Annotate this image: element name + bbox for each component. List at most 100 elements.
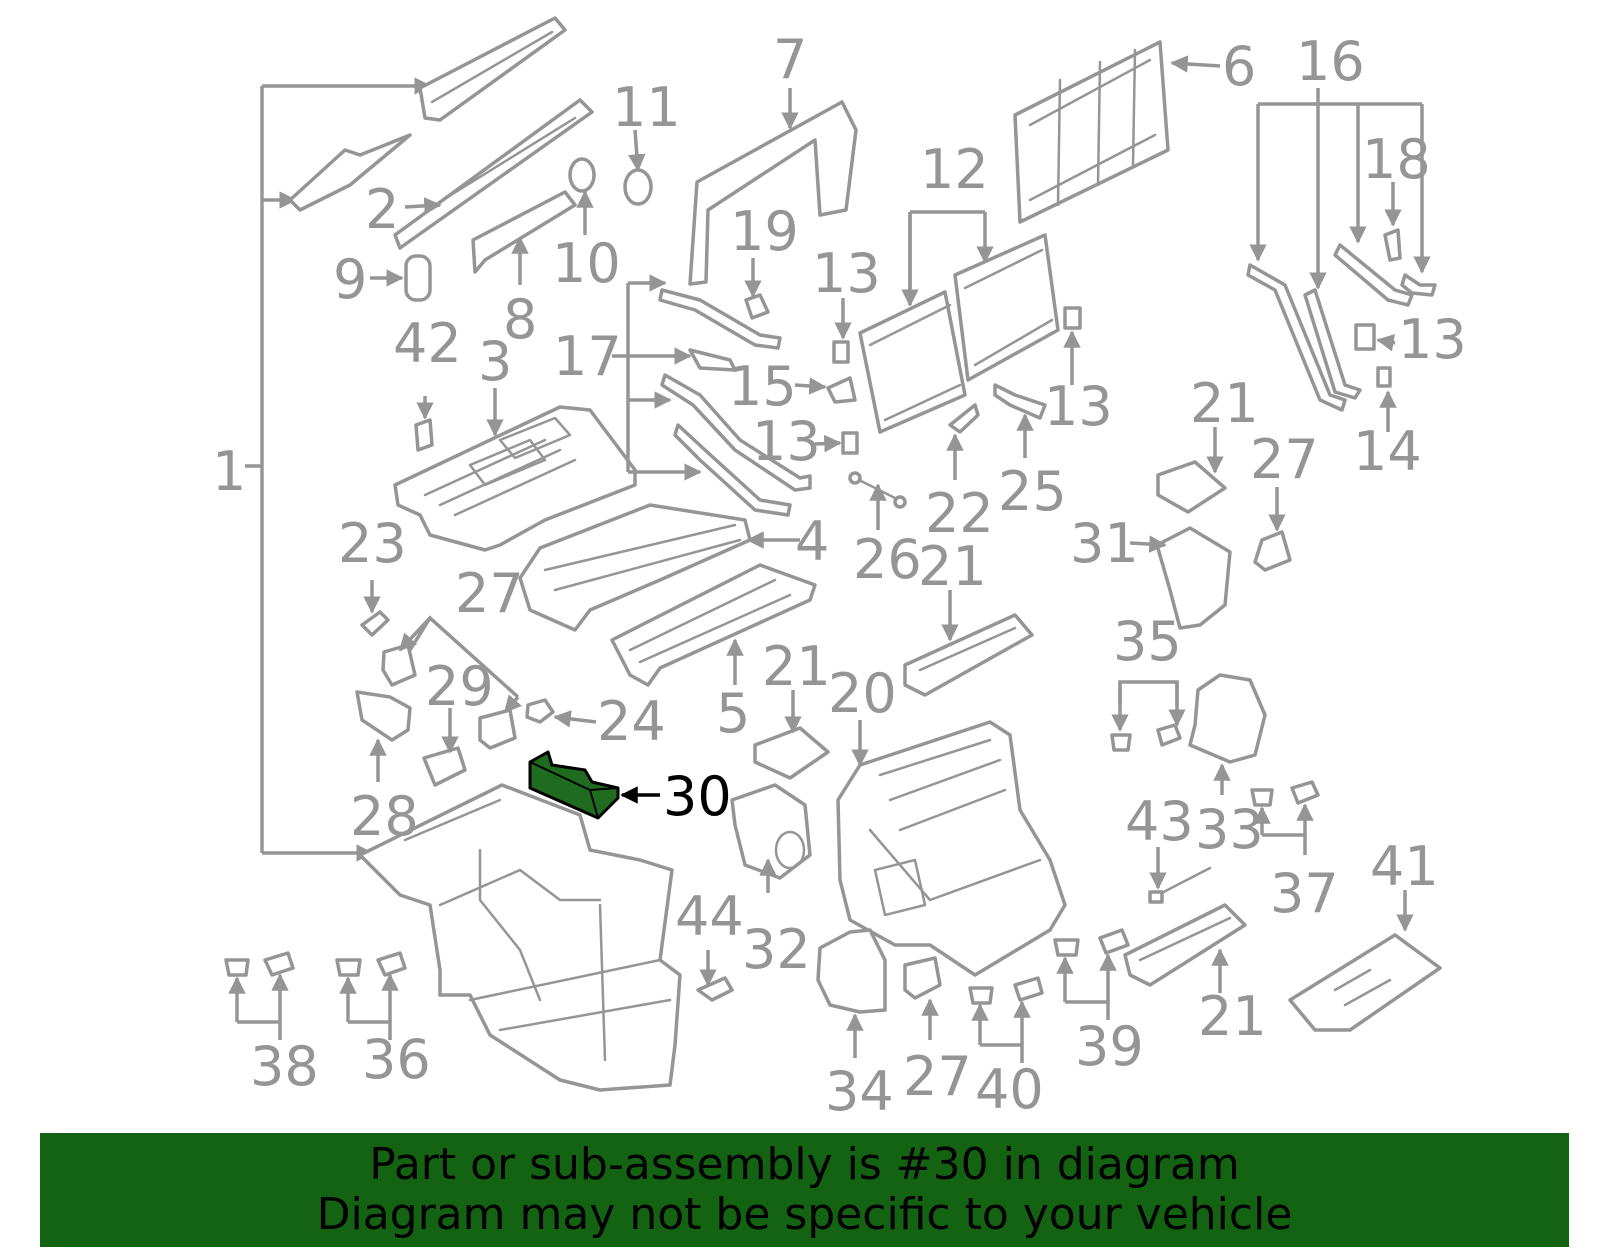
actuator-42 <box>414 418 434 452</box>
frame-7 <box>688 100 858 286</box>
actuator-28 <box>355 690 412 742</box>
callout-19: 19 <box>730 200 799 263</box>
block-13a <box>832 340 850 364</box>
callout-21d: 21 <box>1198 985 1267 1048</box>
clip-pair-38 <box>224 951 295 977</box>
callout-22: 22 <box>925 482 994 545</box>
callout-2: 2 <box>365 178 399 241</box>
evaporator-core-12b <box>953 233 1060 382</box>
lower-case <box>358 783 682 1092</box>
callout-32: 32 <box>742 918 811 981</box>
block-13c <box>1063 306 1082 330</box>
leader-lines <box>228 55 1431 1063</box>
callout-10: 10 <box>552 232 621 295</box>
callout-9: 9 <box>333 248 367 311</box>
callout-21c: 21 <box>762 635 831 698</box>
callout-28: 28 <box>350 785 419 848</box>
upper-housing-3 <box>393 405 637 552</box>
duct-34 <box>816 928 887 1014</box>
o-ring-11 <box>623 168 653 206</box>
bracket-27c <box>903 956 942 1000</box>
radiator-core-6 <box>1013 40 1170 224</box>
pipe-set-17 <box>658 288 812 517</box>
actuator-29b <box>422 746 467 787</box>
callout-12: 12 <box>920 138 989 201</box>
banner-line-2: Diagram may not be specific to your vehi… <box>316 1189 1293 1240</box>
callout-4: 4 <box>795 510 829 573</box>
middle-housing-4 <box>518 503 752 632</box>
sensor-15 <box>826 376 857 404</box>
highlighted-part-30[interactable] <box>528 750 620 820</box>
callout-23: 23 <box>338 512 407 575</box>
filter-21c <box>753 726 830 780</box>
clip-pair-37 <box>1250 780 1320 807</box>
callout-8: 8 <box>503 288 537 351</box>
assembly-bracket-1 <box>245 77 432 862</box>
callout-27a: 27 <box>455 562 524 625</box>
callout-20: 20 <box>828 662 897 725</box>
callout-11: 11 <box>612 76 681 139</box>
callout-14: 14 <box>1353 420 1422 483</box>
sensor-44 <box>696 976 734 1002</box>
pipe-set-16 <box>1246 243 1437 412</box>
actuator-27b <box>1253 530 1292 572</box>
callout-44: 44 <box>675 885 744 948</box>
callout-33: 33 <box>1195 798 1264 861</box>
callout-25: 25 <box>998 460 1067 523</box>
duct-33 <box>1188 673 1267 764</box>
callout-15: 15 <box>728 355 797 418</box>
clip-14 <box>1376 366 1392 388</box>
callout-24: 24 <box>597 690 666 753</box>
clip-pair-39 <box>1053 928 1130 957</box>
callout-16: 16 <box>1296 30 1365 93</box>
callout-labels: 1 2 3 4 5 6 7 8 9 10 11 12 13 13 13 13 1… <box>212 28 1467 1123</box>
clip-pair-35 <box>1110 723 1182 752</box>
callout-13a: 13 <box>812 242 881 305</box>
filter-21b <box>903 613 1034 697</box>
callout-17: 17 <box>553 325 622 388</box>
callout-3: 3 <box>478 330 512 393</box>
sensor-24 <box>525 698 555 724</box>
filter-21d <box>1123 903 1247 987</box>
callout-5: 5 <box>716 682 750 745</box>
clip-23 <box>360 610 390 637</box>
callout-1: 1 <box>212 440 246 503</box>
rail-5 <box>610 563 817 687</box>
callout-43: 43 <box>1125 790 1194 853</box>
callout-13c: 13 <box>1044 375 1113 438</box>
callout-21b: 21 <box>918 535 987 598</box>
seal-gasket-2 <box>393 98 594 250</box>
blower-housing-20 <box>836 720 1067 977</box>
callout-36: 36 <box>362 1028 431 1091</box>
callout-13b: 13 <box>752 410 821 473</box>
o-ring-10 <box>568 157 596 193</box>
callout-7: 7 <box>773 28 807 91</box>
callout-26: 26 <box>853 528 922 591</box>
callout-40: 40 <box>975 1058 1044 1121</box>
callout-34: 34 <box>825 1060 894 1123</box>
callout-18: 18 <box>1362 128 1431 191</box>
info-banner: Part or sub-assembly is #30 in diagram D… <box>40 1133 1569 1247</box>
sensor-43 <box>1148 866 1212 904</box>
callout-29: 29 <box>425 655 494 718</box>
tray-41 <box>1288 933 1442 1032</box>
grommet-9 <box>404 254 432 302</box>
bracket-25 <box>993 383 1047 420</box>
callout-27b: 27 <box>1250 428 1319 491</box>
clip-pair-36 <box>335 951 407 977</box>
banner-line-1: Part or sub-assembly is #30 in diagram <box>369 1139 1240 1190</box>
block-13d <box>1354 323 1376 351</box>
seal-strip-top <box>418 16 567 122</box>
sensor-19 <box>744 293 770 320</box>
callout-39: 39 <box>1075 1015 1144 1078</box>
bracket-strip-left <box>288 133 412 212</box>
evaporator-core-12a <box>858 290 967 434</box>
callout-42: 42 <box>393 312 462 375</box>
callout-31: 31 <box>1070 512 1139 575</box>
callout-6: 6 <box>1222 35 1256 98</box>
callout-30: 30 <box>663 765 732 828</box>
clip-18 <box>1383 228 1402 262</box>
callout-35: 35 <box>1113 610 1182 673</box>
clip-pair-40 <box>968 976 1044 1005</box>
